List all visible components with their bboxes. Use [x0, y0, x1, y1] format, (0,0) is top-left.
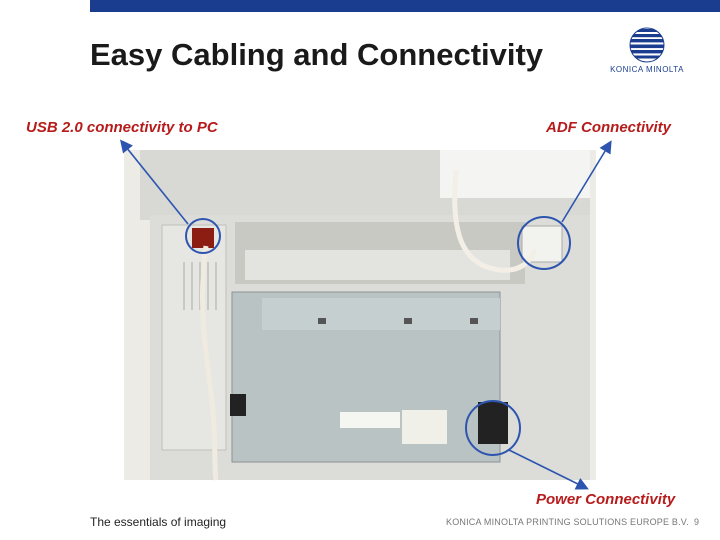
- adf-callout-circle: [517, 216, 571, 270]
- adf-callout-arrow: [561, 140, 612, 223]
- usb-port: [192, 228, 214, 248]
- usb-callout-arrow: [119, 139, 189, 225]
- logo-wordmark: KONICA MINOLTA: [610, 65, 684, 74]
- rating-sticker: [402, 410, 447, 444]
- logo-globe-icon: [629, 27, 665, 63]
- left-panel: [161, 224, 227, 451]
- adf-cover: [440, 150, 590, 198]
- paper-exit-tray: [245, 250, 510, 280]
- footer-tagline: The essentials of imaging: [90, 515, 227, 529]
- adf-connector: [521, 225, 563, 263]
- konica-minolta-logo-icon: KONICA MINOLTA: [606, 26, 688, 74]
- footer-company: KONICA MINOLTA PRINTING SOLUTIONS EUROPE…: [446, 517, 689, 527]
- page-number: 9: [694, 517, 700, 527]
- power-callout-arrow: [508, 449, 589, 490]
- top-accent-bar: [90, 0, 720, 12]
- power-connectivity-label: Power Connectivity: [536, 491, 676, 508]
- power-callout-circle: [465, 400, 521, 456]
- usb-callout-circle: [185, 218, 221, 254]
- usb-cable: [199, 245, 219, 481]
- slide-title: Easy Cabling and Connectivity: [90, 37, 544, 72]
- power-switch: [230, 394, 246, 416]
- power-inlet: [478, 402, 508, 444]
- usb-connectivity-label: USB 2.0 connectivity to PC: [26, 119, 218, 136]
- barcode-sticker: [340, 412, 400, 428]
- metal-plate-upper: [262, 298, 500, 330]
- adf-connectivity-label: ADF Connectivity: [546, 119, 672, 136]
- plate-screws: [318, 318, 478, 324]
